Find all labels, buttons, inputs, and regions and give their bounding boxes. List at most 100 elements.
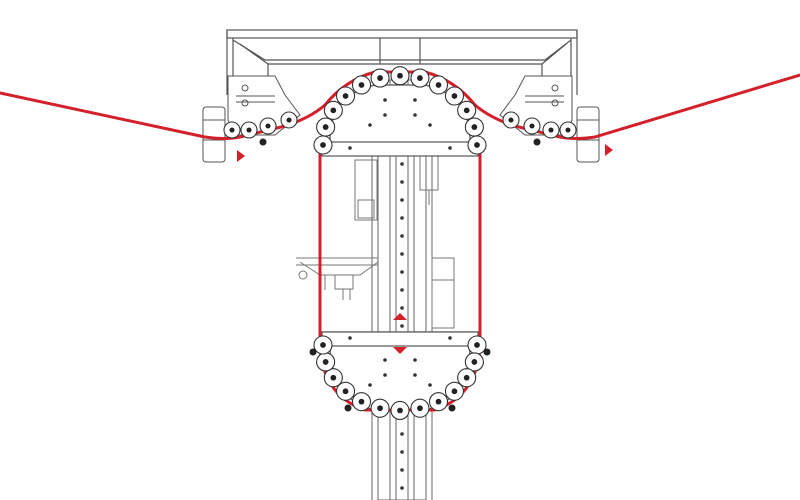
left-bracket-bolt-1 [241, 84, 249, 92]
left-spindle-block [202, 106, 226, 163]
bolt-hole [383, 98, 387, 102]
drive-point-left [259, 138, 267, 146]
idler-roller-icon [390, 400, 410, 421]
idler-roller-icon [390, 66, 410, 86]
bolt-hole [400, 234, 404, 238]
bolt-hole [383, 373, 387, 377]
roller-hub [397, 72, 403, 79]
web-segment-infeed [0, 91, 327, 140]
drive-point-right [533, 138, 541, 146]
roller-hub [330, 107, 337, 114]
idler-roller-icon [444, 86, 464, 106]
roller-hub [463, 107, 470, 114]
roller-hub [358, 82, 365, 88]
drive-point-bl [309, 348, 317, 356]
bottom-crossbar [321, 331, 479, 347]
idler-roller-icon [313, 335, 333, 355]
roller-hub [548, 127, 554, 133]
roller-hub [435, 398, 442, 405]
idler-roller-icon [410, 398, 430, 418]
idler-roller-icon [370, 68, 390, 88]
bolt-hole [400, 252, 404, 256]
gantry-truss [232, 39, 572, 61]
roller-hub [342, 93, 349, 99]
roller-hub [417, 75, 423, 81]
roller-hub [342, 388, 349, 395]
drive-point-br [483, 348, 491, 356]
idler-roller-icon [316, 352, 336, 372]
bolt-hole [428, 123, 432, 127]
triangle-arrow-icon [393, 313, 407, 320]
idler-roller-icon [457, 368, 477, 388]
triangle-arrow-icon [393, 347, 407, 354]
bolt-hole [368, 123, 372, 127]
bolt-hole [400, 486, 404, 490]
roller-hub [322, 359, 329, 365]
gantry-truss-inner [239, 43, 567, 65]
roller-hub [451, 93, 458, 99]
column-bolt-holes [400, 108, 404, 490]
bolt-hole [400, 180, 404, 184]
bolt-hole [348, 336, 352, 340]
drive-point-bottom-l [344, 404, 352, 412]
bolt-hole [413, 358, 417, 362]
idler-roller-icon [259, 117, 277, 135]
roller-hub [377, 405, 383, 412]
idler-roller-icon [370, 398, 390, 418]
bolt-hole [400, 198, 404, 202]
idler-roller-icon [223, 121, 241, 139]
roller-hub [246, 127, 252, 133]
left-bracket-bolt-2 [241, 99, 249, 107]
bolt-hole [348, 146, 352, 150]
idler-roller-icon [351, 75, 372, 95]
drive-point-bottom-r [448, 404, 456, 412]
left-side-fixtures [296, 159, 379, 300]
bolt-hole [413, 98, 417, 102]
idler-roller-icon [464, 117, 484, 137]
idler-roller-icon [323, 100, 343, 120]
roller-group [223, 66, 577, 421]
bolt-hole [448, 146, 452, 150]
idler-roller-icon [240, 121, 258, 139]
idler-roller-icon [323, 368, 343, 388]
idler-roller-icon [336, 86, 356, 106]
idler-roller-icon [313, 135, 333, 155]
left-clamp-foot [357, 199, 375, 219]
roller-hub [358, 398, 365, 405]
idler-roller-icon [280, 111, 298, 129]
top-rotor-plate [321, 84, 479, 157]
bolt-hole [400, 468, 404, 472]
idler-roller-icon [559, 121, 577, 139]
roller-hub [508, 117, 514, 123]
bottom-rotor-plate [320, 331, 480, 411]
roller-hub [229, 127, 235, 133]
bolt-hole [413, 373, 417, 377]
idler-roller-icon [457, 100, 477, 120]
roller-hub [286, 117, 292, 123]
bolt-hole [383, 113, 387, 117]
idler-roller-icon [467, 135, 487, 155]
web-segment-outfeed [473, 73, 800, 140]
roller-hub [320, 142, 326, 148]
roller-hub [565, 127, 571, 133]
idler-roller-icon [464, 352, 484, 372]
bolt-hole [448, 336, 452, 340]
idler-roller-icon [467, 335, 487, 355]
roller-hub [435, 82, 442, 88]
idler-roller-icon [428, 392, 449, 412]
roller-hub [471, 124, 478, 130]
bolt-hole [400, 450, 404, 454]
bolt-hole [400, 270, 404, 274]
bolt-hole [400, 216, 404, 220]
idler-roller-icon [336, 381, 356, 401]
bolt-hole [400, 288, 404, 292]
right-guide-block [431, 257, 455, 329]
idler-roller-icon [542, 121, 560, 139]
roller-hub [265, 123, 271, 129]
roller-hub [377, 75, 383, 81]
bolt-hole [368, 383, 372, 387]
right-bracket-bolt-1 [551, 84, 559, 92]
tool-head [334, 274, 354, 290]
